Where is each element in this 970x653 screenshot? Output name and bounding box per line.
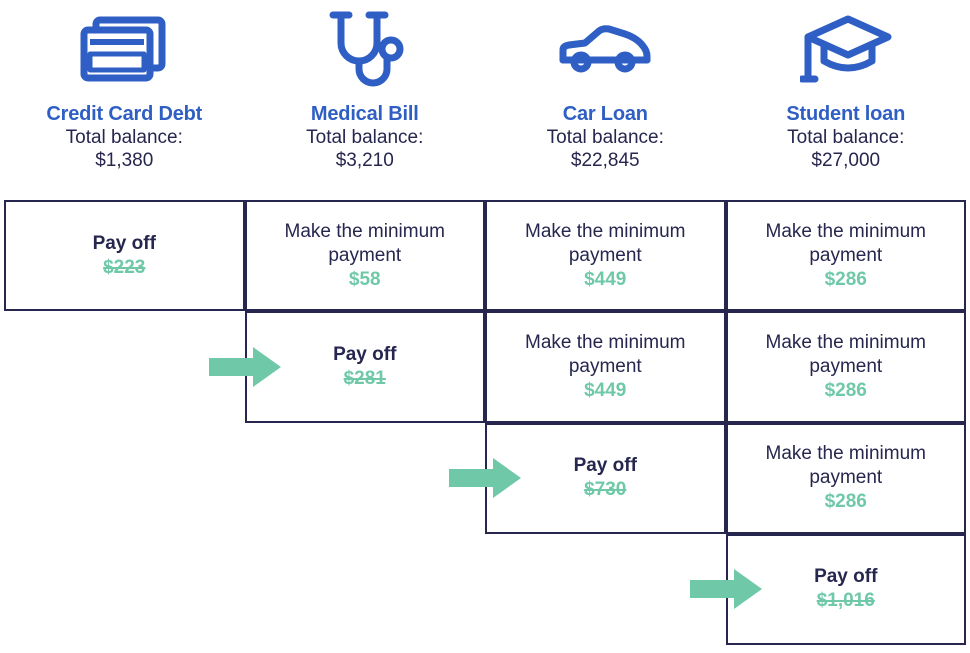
plan-cell-action: Make the minimum payment [765,220,927,266]
balance-label: Total balance: [306,127,424,148]
debt-columns-header: Credit Card Debt Total balance: $1,380 M… [4,0,966,198]
balance-value: $27,000 [811,150,881,171]
plan-cell-amount: $281 [343,367,386,389]
balance-value: $1,380 [95,150,154,171]
plan-cell: Make the minimum payment$449 [485,200,726,312]
plan-cell: Make the minimum payment$286 [725,200,966,312]
debt-name: Credit Card Debt [46,103,203,125]
debt-column-student-loan: Student loan Total balance: $27,000 [726,0,967,198]
plan-cell-action: Pay off [92,232,156,254]
balance-label: Total balance: [787,127,905,148]
plan-cell-action: Make the minimum payment [525,331,686,377]
plan-cell-action: Pay off [333,343,397,365]
plan-cell: Pay off$223 [4,200,245,312]
plan-cell: Pay off$1,016 [725,533,966,645]
plan-cell-action: Make the minimum payment [284,220,446,266]
plan-cell-action: Make the minimum payment [525,220,686,266]
balance-value: $22,845 [570,150,640,171]
snowball-arrow-icon [689,569,762,610]
plan-cell-action: Make the minimum payment [765,331,927,377]
plan-cell: Pay off$281 [244,311,485,423]
debt-name: Student loan [786,103,906,125]
stethoscope-icon [319,0,411,100]
snowball-arrow-icon [208,346,281,387]
plan-cell-amount: $286 [824,379,867,401]
balance-value: $3,210 [335,150,394,171]
graduation-cap-icon [799,0,892,100]
plan-cell-amount: $730 [584,479,627,501]
debt-column-credit-card-debt: Credit Card Debt Total balance: $1,380 [4,0,245,198]
debt-name: Medical Bill [310,103,419,125]
plan-cell: Make the minimum payment$58 [244,200,485,312]
balance-label: Total balance: [546,127,664,148]
plan-cell-amount: $449 [584,379,627,401]
plan-cell: Make the minimum payment$286 [725,422,966,534]
plan-cell: Make the minimum payment$286 [725,311,966,423]
plan-cell-amount: $223 [103,256,146,278]
car-icon [555,0,655,100]
plan-cell-amount: $286 [824,268,867,290]
plan-cell-action: Make the minimum payment [765,443,927,489]
plan-cell-amount: $1,016 [816,590,875,612]
plan-cell: Make the minimum payment$449 [485,311,726,423]
debt-name: Car Loan [562,103,648,125]
debt-column-medical-bill: Medical Bill Total balance: $3,210 [245,0,486,198]
plan-cell-amount: $286 [824,491,867,513]
credit-card-icon [78,0,170,100]
balance-label: Total balance: [65,127,183,148]
plan-cell: Pay off$730 [485,422,726,534]
snowball-arrow-icon [449,458,521,499]
plan-cell-amount: $58 [348,268,381,290]
plan-cell-action: Pay off [814,566,878,588]
plan-cell-amount: $449 [584,268,627,290]
plan-cell-action: Pay off [573,455,637,477]
debt-column-car-loan: Car Loan Total balance: $22,845 [485,0,726,198]
